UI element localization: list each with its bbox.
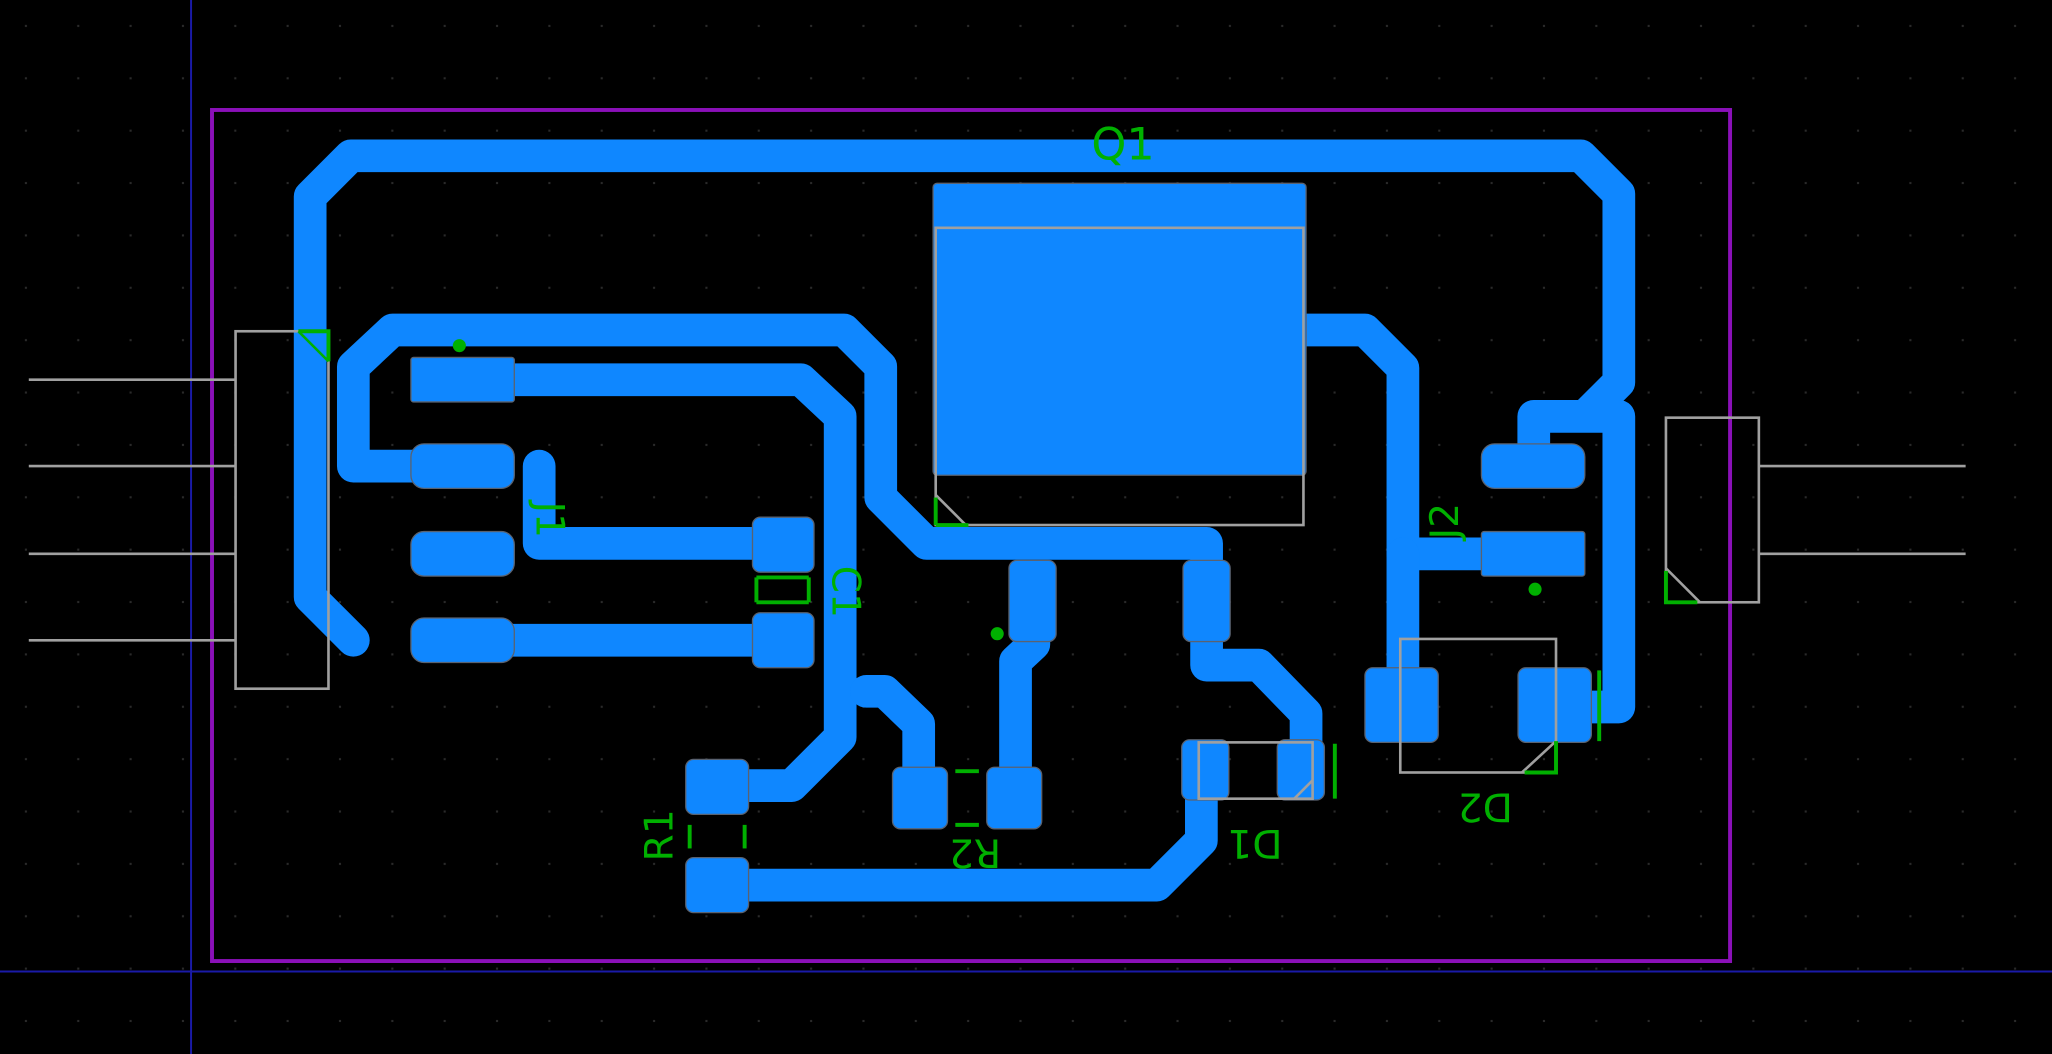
j2-body-outline (1664, 416, 1761, 604)
j2-pad-1 (1480, 443, 1586, 490)
d1-pad-1 (1181, 739, 1230, 801)
r1-pad-1 (685, 758, 750, 816)
trace-r2-left (849, 674, 936, 802)
r1-pad-2 (685, 856, 750, 914)
j1-pad-3 (410, 530, 515, 577)
j2-pad-2 (1480, 530, 1586, 577)
j1-pin1-dot (452, 339, 466, 353)
d2-body-outline (1398, 637, 1558, 774)
label-d2: D2 (1458, 783, 1513, 828)
copper-traces[interactable] (293, 139, 1636, 902)
q1-body-outline (934, 226, 1305, 527)
c1-pad-2 (751, 612, 815, 669)
label-j1: J1 (527, 498, 572, 538)
silkscreen-marks (297, 329, 1698, 849)
j1-pad-4 (410, 617, 515, 664)
label-r1: R1 (638, 809, 683, 861)
trace-d1-to-q1 (1190, 599, 1323, 787)
copper-pads[interactable] (410, 182, 1593, 914)
r2-pad-2 (986, 766, 1043, 830)
q1-tab-pad (932, 182, 1307, 476)
j1-pad-2 (410, 443, 515, 490)
q1-pad-3 (1182, 559, 1231, 643)
j1-body-outline (234, 329, 330, 691)
label-d1: D1 (1227, 820, 1282, 865)
d1-body-outline (1197, 741, 1314, 800)
c1-pad-1 (751, 516, 815, 573)
j2-pin1-dot (1528, 582, 1542, 596)
trace-j1-pin1-to-r1 (494, 363, 857, 802)
trace-outer-loop (293, 139, 1636, 657)
j2-connector-leads (1758, 464, 1966, 556)
q1-pad-1 (1008, 559, 1057, 643)
board-outline[interactable] (210, 108, 1733, 964)
j1-connector-leads (28, 378, 236, 642)
j1-pad-1 (410, 356, 515, 403)
trace-q1-to-j2 (1289, 313, 1551, 571)
trace-r1-to-d1 (700, 762, 1218, 902)
trace-j1-pin3-to-c1 (522, 449, 797, 560)
q1-pin1-dot (990, 627, 1004, 641)
fab-outlines (234, 226, 1761, 800)
r2-pad-1 (891, 766, 949, 830)
trace-j1-pin2-loop (336, 313, 1223, 617)
label-c1: C1 (822, 566, 867, 618)
pin1-markers (452, 339, 1542, 641)
label-j2: J2 (1423, 503, 1468, 543)
label-q1: Q1 (1091, 120, 1154, 171)
label-r2: R2 (949, 829, 1001, 874)
